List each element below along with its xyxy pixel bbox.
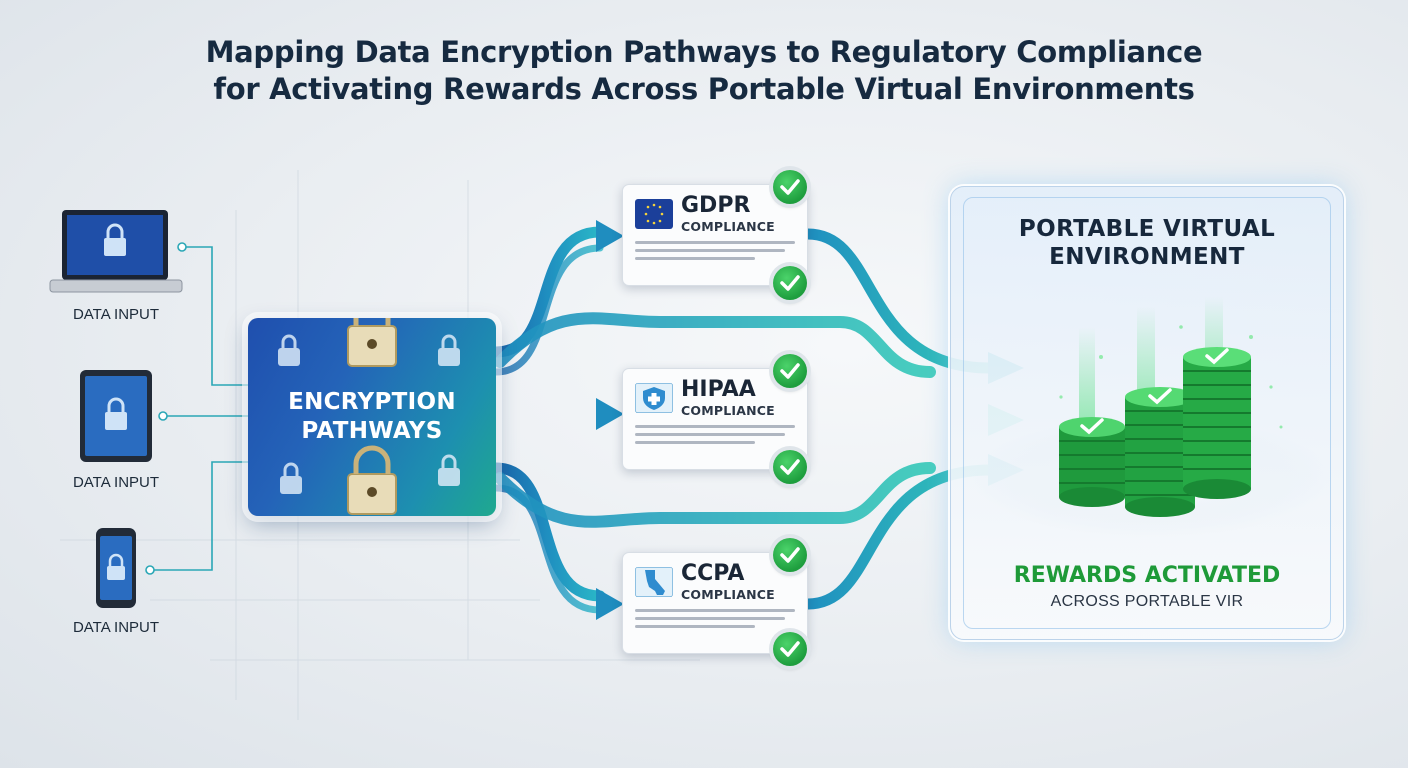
data-input-label: DATA INPUT [72, 619, 160, 636]
laptop-icon [49, 210, 183, 293]
connector-node [158, 411, 168, 421]
check-icon [773, 354, 807, 388]
medical-shield-icon [635, 383, 673, 413]
environment-line-2: ENVIRONMENT [1049, 244, 1245, 270]
lock-icon-cluster [278, 318, 460, 515]
phone-input [94, 526, 138, 610]
check-icon [773, 450, 807, 484]
rewards-activated-label: REWARDS ACTIVATED [1013, 563, 1281, 588]
connector-node [145, 565, 155, 575]
data-input-label: DATA INPUT [72, 474, 160, 491]
title-line-1: Mapping Data Encryption Pathways to Regu… [205, 35, 1203, 69]
environment-line-1: PORTABLE VIRTUAL [1018, 216, 1276, 242]
pathways-to-compliance [490, 226, 606, 614]
encryption-line-2: PATHWAYS [301, 418, 443, 444]
coin-stack-small [1059, 417, 1125, 507]
environment-title: PORTABLE VIRTUAL ENVIRONMENT [951, 215, 1343, 271]
portable-virtual-environment-panel: PORTABLE VIRTUAL ENVIRONMENT [950, 186, 1344, 640]
hipaa-sub: COMPLIANCE [681, 403, 775, 418]
ccpa-card: CCPA COMPLIANCE [622, 552, 808, 654]
reward-coins-illustration [971, 297, 1331, 537]
eu-flag-icon [635, 199, 673, 229]
check-icon [773, 266, 807, 300]
hipaa-card: HIPAA COMPLIANCE [622, 368, 808, 470]
check-icon [773, 538, 807, 572]
encryption-pathways-box: ENCRYPTION PATHWAYS [248, 318, 496, 516]
encryption-pathways-label: ENCRYPTION PATHWAYS [248, 388, 496, 446]
hipaa-name: HIPAA [681, 377, 756, 402]
text-lines [635, 241, 795, 265]
california-map-icon [635, 567, 673, 597]
ccpa-sub: COMPLIANCE [681, 587, 775, 602]
across-environments-label: ACROSS PORTABLE VIR [1050, 593, 1244, 610]
arrows-to-compliance [596, 220, 624, 620]
panel-inner-frame [963, 197, 1331, 629]
phone-icon [96, 528, 136, 608]
bypass-channels [494, 312, 936, 528]
tablet-input [78, 368, 154, 464]
text-lines [635, 425, 795, 449]
page-title: Mapping Data Encryption Pathways to Regu… [0, 34, 1408, 108]
title-line-2: for Activating Rewards Across Portable V… [213, 72, 1195, 106]
gdpr-name: GDPR [681, 193, 751, 218]
input-connectors [153, 246, 250, 571]
text-lines [635, 609, 795, 633]
padlock-icon [347, 318, 397, 367]
coin-stack-tall [1183, 347, 1251, 499]
check-icon [773, 632, 807, 666]
ccpa-name: CCPA [681, 561, 745, 586]
padlock-icon [347, 445, 397, 515]
encryption-line-1: ENCRYPTION [288, 389, 456, 415]
gdpr-card: GDPR COMPLIANCE [622, 184, 808, 286]
check-icon [773, 170, 807, 204]
connector-node [177, 242, 187, 252]
gdpr-sub: COMPLIANCE [681, 219, 775, 234]
data-input-label: DATA INPUT [72, 306, 160, 323]
tablet-icon [80, 370, 152, 462]
laptop-input [48, 208, 184, 300]
